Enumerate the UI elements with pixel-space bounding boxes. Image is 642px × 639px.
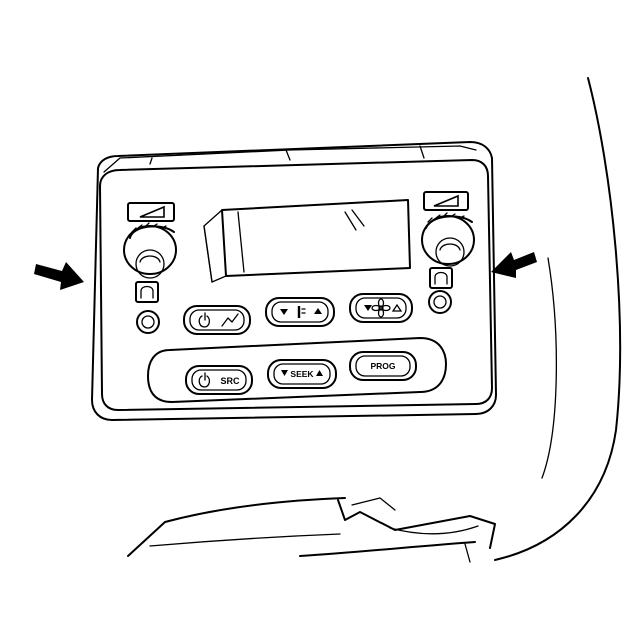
right-callout-arrow-icon bbox=[491, 252, 537, 278]
src-button[interactable]: SRC bbox=[185, 365, 253, 395]
temperature-button[interactable] bbox=[265, 297, 335, 327]
right-volume-knob[interactable] bbox=[421, 212, 475, 267]
prog-button[interactable]: PROG bbox=[349, 351, 417, 381]
fan-speed-button[interactable] bbox=[349, 293, 413, 323]
thermometer-icon bbox=[297, 306, 306, 318]
right-headphone-icon bbox=[429, 267, 453, 289]
left-volume-knob[interactable] bbox=[123, 222, 177, 279]
seek-label: SEEK bbox=[290, 369, 314, 379]
prog-label: PROG bbox=[370, 361, 395, 371]
left-headphone-icon bbox=[135, 281, 159, 303]
left-callout-arrow-icon bbox=[34, 262, 84, 290]
left-volume-ramp-icon bbox=[127, 202, 175, 222]
control-unit-housing bbox=[91, 141, 497, 421]
src-label: SRC bbox=[220, 376, 240, 386]
display-screen bbox=[203, 199, 411, 283]
power-icon bbox=[198, 312, 211, 328]
mode-icon bbox=[221, 313, 239, 327]
power-icon bbox=[198, 372, 211, 388]
fan-icon bbox=[371, 298, 391, 318]
vehicle-trim-lines bbox=[127, 77, 622, 563]
right-headphone-jack[interactable] bbox=[428, 290, 452, 314]
left-headphone-jack[interactable] bbox=[136, 310, 160, 334]
right-volume-ramp-icon bbox=[423, 191, 469, 211]
bottom-button-bezel bbox=[147, 337, 447, 403]
power-mode-button[interactable] bbox=[183, 305, 251, 335]
seek-button[interactable]: SEEK bbox=[267, 359, 337, 389]
